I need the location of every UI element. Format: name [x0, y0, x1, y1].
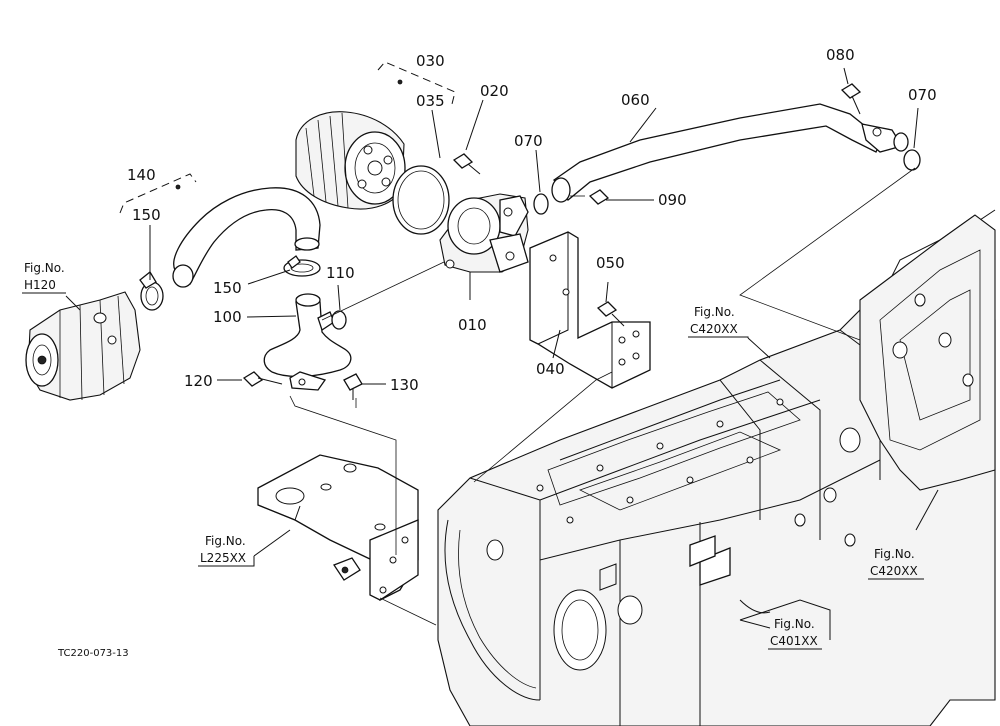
part-label-130: 130: [390, 376, 419, 394]
part-label-070-left: 070: [514, 132, 543, 150]
mount-bracket: [257, 454, 419, 601]
group-bracket-140: [119, 173, 197, 214]
figref-c420xx-lower: Fig.No. C420XX: [868, 547, 924, 580]
bolt-120: [242, 371, 283, 387]
part-label-100: 100: [213, 308, 242, 326]
o-ring-110: [331, 310, 347, 330]
part-label-040: 040: [536, 360, 565, 378]
filter-gasket-035: [392, 165, 450, 235]
figref-h120: Fig.No. H120: [22, 261, 66, 294]
part-label-020: 020: [480, 82, 509, 100]
svg-text:C420XX: C420XX: [690, 322, 738, 336]
part-label-120: 120: [184, 372, 213, 390]
svg-text:Fig.No.: Fig.No.: [205, 534, 246, 548]
part-label-150-upper: 150: [213, 279, 242, 297]
bolt-050: [596, 301, 625, 327]
hose-clamp-upper: [283, 255, 321, 277]
part-label-050: 050: [596, 254, 625, 272]
figref-c420xx-upper: Fig.No. C420XX: [688, 305, 749, 338]
suction-pipe: [263, 293, 352, 391]
filter-bracket-040: [529, 231, 651, 389]
bolt-080: [840, 83, 862, 115]
drawing-code: TC220-073-13: [57, 648, 129, 659]
part-label-030: 030: [416, 52, 445, 70]
bolt-020: [452, 153, 481, 175]
return-pipe-060: [551, 103, 909, 203]
figref-l225xx: Fig.No. L225XX: [198, 534, 255, 567]
part-labels: 030 035 020 060 080 070 070 090 050 010 …: [127, 46, 937, 394]
part-label-010: 010: [458, 316, 487, 334]
figref-c401xx: Fig.No. C401XX: [768, 617, 822, 650]
svg-text:Fig.No.: Fig.No.: [694, 305, 735, 319]
o-ring-070-left: [533, 193, 549, 215]
part-label-150-lower: 150: [132, 206, 161, 224]
part-label-140: 140: [127, 166, 156, 184]
part-label-060: 060: [621, 91, 650, 109]
hose-clamp-lower: [139, 271, 164, 311]
suction-hose: [172, 187, 321, 288]
figure-references: Fig.No. H120 Fig.No. L225XX Fig.No. C420…: [22, 261, 924, 650]
svg-text:L225XX: L225XX: [200, 551, 246, 565]
svg-text:Fig.No.: Fig.No.: [774, 617, 815, 631]
part-label-035: 035: [416, 92, 445, 110]
hydraulic-pump: [25, 291, 141, 401]
part-label-070-right: 070: [908, 86, 937, 104]
svg-text:C401XX: C401XX: [770, 634, 818, 648]
bolt-130: [343, 373, 363, 400]
filter-head-010: [439, 193, 529, 273]
o-ring-070-right: [903, 149, 921, 171]
svg-text:Fig.No.: Fig.No.: [24, 261, 65, 275]
bolt-090: [588, 189, 654, 205]
oil-filter-cartridge: [295, 111, 406, 210]
part-label-090: 090: [658, 191, 687, 209]
part-label-110: 110: [326, 264, 355, 282]
svg-text:Fig.No.: Fig.No.: [874, 547, 915, 561]
svg-text:H120: H120: [24, 278, 56, 292]
group-bracket-030: [377, 61, 456, 105]
part-label-080: 080: [826, 46, 855, 64]
assembly-lines: [289, 167, 916, 626]
transmission-housing: [437, 209, 996, 726]
svg-text:C420XX: C420XX: [870, 564, 918, 578]
leader-lines: [65, 67, 939, 629]
